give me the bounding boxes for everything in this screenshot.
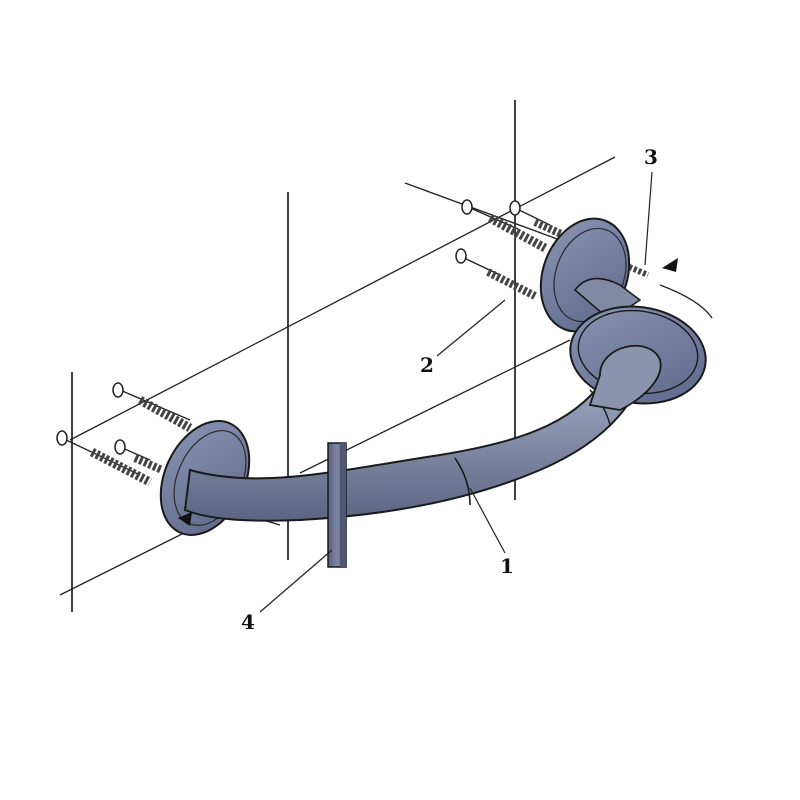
callout-label-4: 4 <box>241 610 255 634</box>
leader-4 <box>259 549 333 613</box>
leader-2 <box>436 299 506 357</box>
rotation-arrow-left <box>178 512 192 526</box>
rotation-arrow-right <box>662 258 678 272</box>
wall-lines <box>71 100 516 612</box>
leader-1 <box>469 487 506 554</box>
callout-label-3: 3 <box>644 145 658 169</box>
callout-label-1: 1 <box>500 554 514 578</box>
middle-support-plate <box>327 442 347 568</box>
right-elbow-flange <box>569 305 707 411</box>
washers <box>56 199 521 455</box>
callout-leaders <box>259 171 653 613</box>
leader-3 <box>644 171 653 266</box>
callout-label-2: 2 <box>420 353 434 377</box>
